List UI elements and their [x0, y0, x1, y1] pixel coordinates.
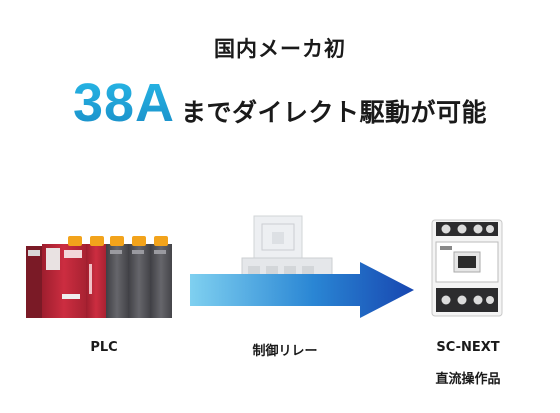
plc-image — [26, 236, 172, 318]
plc-label: PLC — [90, 340, 118, 355]
headline-top: 国内メーカ初 — [214, 37, 346, 61]
contactor-sublabel: 直流操作品 — [435, 372, 501, 387]
contactor-label: SC-NEXT — [436, 340, 500, 355]
headline-rest: までダイレクト駆動が可能 — [181, 98, 488, 127]
contactor-image — [431, 219, 503, 317]
arrow-graphic — [190, 262, 414, 318]
relay-label: 制御リレー — [252, 344, 318, 359]
headline-main: 38A までダイレクト駆動が可能 — [0, 76, 560, 130]
amperage-value: 38A — [72, 73, 176, 133]
